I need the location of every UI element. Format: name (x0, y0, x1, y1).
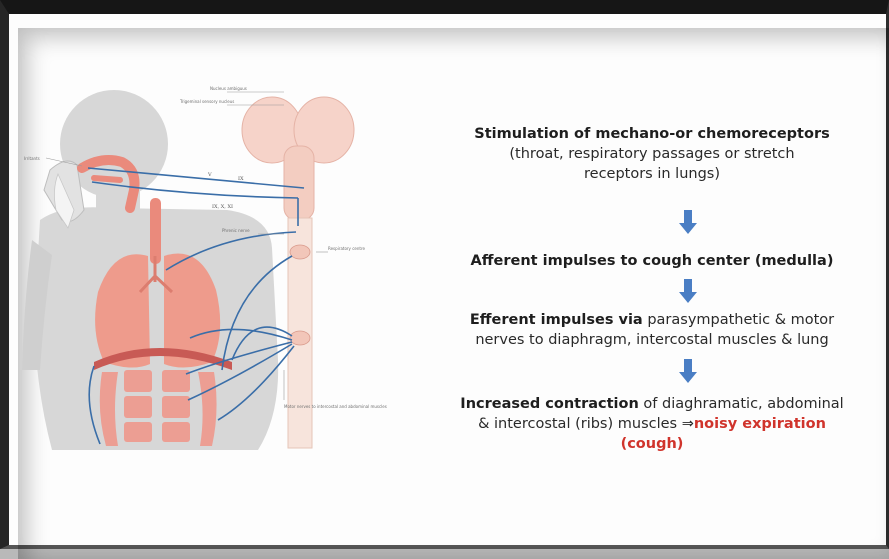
label-nucleus-ambiguus: Nucleus ambiguus (210, 86, 247, 91)
step-efferent: Efferent impulses via parasympathetic & … (407, 310, 889, 350)
step-contraction-text: of diaghramatic, abdominal (639, 396, 844, 412)
label-irritants: Irritants (24, 156, 40, 161)
cough-highlight: (cough) (621, 436, 684, 452)
noisy-expiration-highlight: noisy expiration (694, 416, 826, 432)
step-contraction: Increased contraction of diaghramatic, a… (407, 394, 889, 454)
down-arrow-icon (679, 359, 697, 383)
step-contraction-detail: & intercostal (ribs) muscles ⇒ (478, 416, 694, 432)
label-respiratory-centre: Respiratory centre (328, 246, 366, 251)
step-stimulation-title: Stimulation of mechano-or chemoreceptors (474, 126, 829, 142)
step-efferent-title: Efferent impulses via (470, 312, 643, 328)
body-silhouette (22, 90, 278, 450)
step-efferent-text: parasympathetic & motor (643, 312, 834, 328)
label-nerve-ix: IX (238, 176, 244, 182)
cough-reflex-illustration: Nucleus ambiguus Trigeminal sensory nucl… (22, 70, 400, 450)
down-arrow-icon (679, 279, 697, 303)
step-stimulation-detail-2: receptors in lungs) (407, 164, 889, 184)
label-nerve-v: V (207, 172, 212, 178)
label-phrenic-nerve: Phrenic nerve (222, 228, 250, 233)
label-motor-nerves: Motor nerves to intercostal and abdomina… (284, 404, 387, 409)
step-stimulation: Stimulation of mechano-or chemoreceptors… (407, 124, 889, 184)
step-contraction-title: Increased contraction (460, 396, 639, 412)
step-stimulation-detail-1: (throat, respiratory passages or stretch (407, 144, 889, 164)
step-afferent-title: Afferent impulses to cough center (medul… (471, 253, 834, 269)
step-efferent-detail: nerves to diaphragm, intercostal muscles… (407, 330, 889, 350)
label-nerve-x: IX, X, XI (212, 204, 233, 210)
down-arrow-icon (679, 210, 697, 234)
label-trigeminal-nucleus: Trigeminal sensory nucleus (179, 99, 234, 104)
cough-reflex-flowchart: Stimulation of mechano-or chemoreceptors… (407, 124, 889, 484)
step-afferent: Afferent impulses to cough center (medul… (407, 251, 889, 271)
